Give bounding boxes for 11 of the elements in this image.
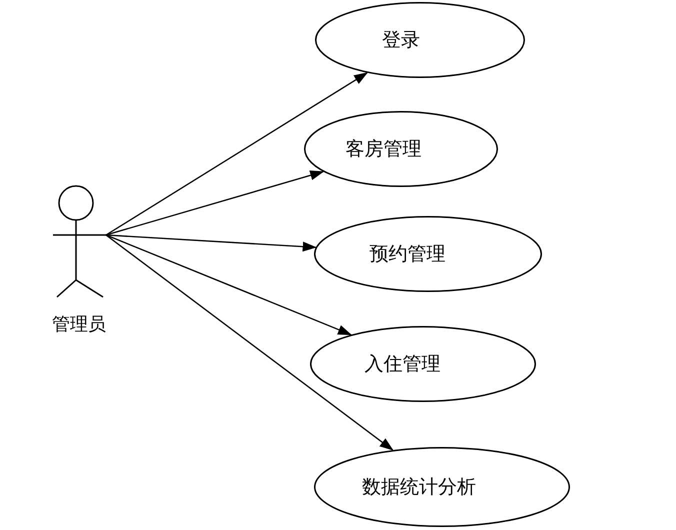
use-case-ellipse: 数据统计分析 [314, 447, 570, 527]
use-case-ellipse: 预约管理 [314, 216, 542, 292]
arrow [106, 72, 368, 236]
arrow [106, 234, 317, 252]
arrow [106, 170, 324, 236]
use-case-ellipse: 入住管理 [310, 326, 536, 402]
use-case-ellipse: 客房管理 [304, 111, 498, 187]
arrow [106, 234, 352, 336]
arrow [106, 234, 394, 451]
use-case-ellipse: 登录 [315, 2, 525, 78]
actor-label: 管理员 [52, 313, 106, 336]
